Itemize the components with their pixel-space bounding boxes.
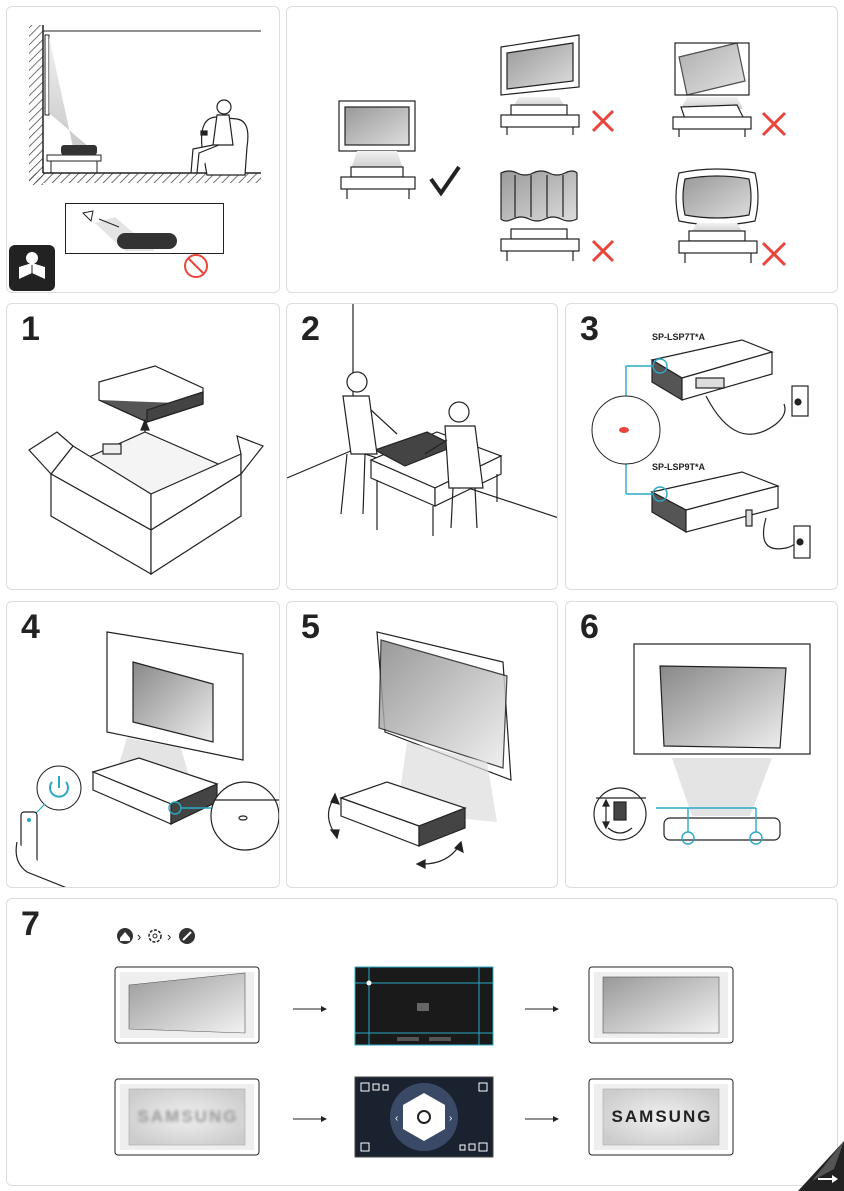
step-6-panel: 6: [565, 601, 838, 888]
room-setup-panel: [6, 6, 280, 293]
power-on-illustration: [15, 631, 279, 887]
sharp-logo-text: SAMSUNG: [611, 1107, 713, 1126]
svg-text:›: ›: [167, 929, 171, 944]
power-connect-illustration: [591, 339, 811, 559]
settings-icon: [148, 929, 162, 943]
step-number: 4: [21, 608, 40, 646]
step-number: 5: [301, 608, 320, 646]
level-adjust-illustration: [593, 643, 811, 845]
cross-icon: [591, 109, 615, 133]
step-number: 1: [21, 310, 40, 348]
step-1-panel: 1: [6, 303, 280, 590]
step-2-panel: 2: [286, 303, 558, 590]
page-turn-icon[interactable]: [798, 1141, 844, 1191]
alignment-illustration: [327, 631, 512, 869]
svg-text:›: ›: [449, 1113, 452, 1124]
room-illustration: [29, 25, 261, 185]
svg-text:›: ›: [137, 929, 141, 944]
two-person-lift-illustration: [287, 304, 557, 536]
step-5-panel: 5: [286, 601, 558, 888]
step-4-panel: 4: [6, 601, 280, 888]
home-icon: [117, 928, 133, 944]
step-number: 7: [21, 905, 40, 943]
screen-types-illustration: [338, 34, 787, 267]
blurred-logo-text: SAMSUNG: [137, 1107, 239, 1126]
step-number: 2: [301, 310, 320, 348]
wrench-icon: [179, 928, 195, 944]
check-icon: [429, 165, 461, 197]
unbox-illustration: [28, 365, 264, 576]
read-manual-icon: [9, 245, 55, 291]
keystone-focus-illustration: › ›: [114, 928, 734, 1158]
no-look-inset: [65, 203, 224, 254]
step-7-panel: 7 › ›: [6, 898, 838, 1186]
step-number: 3: [580, 310, 599, 348]
power-icon: [49, 776, 69, 798]
no-look-icon: [184, 254, 208, 278]
model-label-top: SP-LSP7T*A: [652, 332, 706, 342]
model-label-bottom: SP-LSP9T*A: [652, 462, 706, 472]
step-number: 6: [580, 608, 599, 646]
svg-text:‹: ‹: [395, 1113, 398, 1124]
step-3-panel: 3 SP-LSP7T*A SP-LSP9T*A: [565, 303, 838, 590]
screen-types-panel: [286, 6, 838, 293]
